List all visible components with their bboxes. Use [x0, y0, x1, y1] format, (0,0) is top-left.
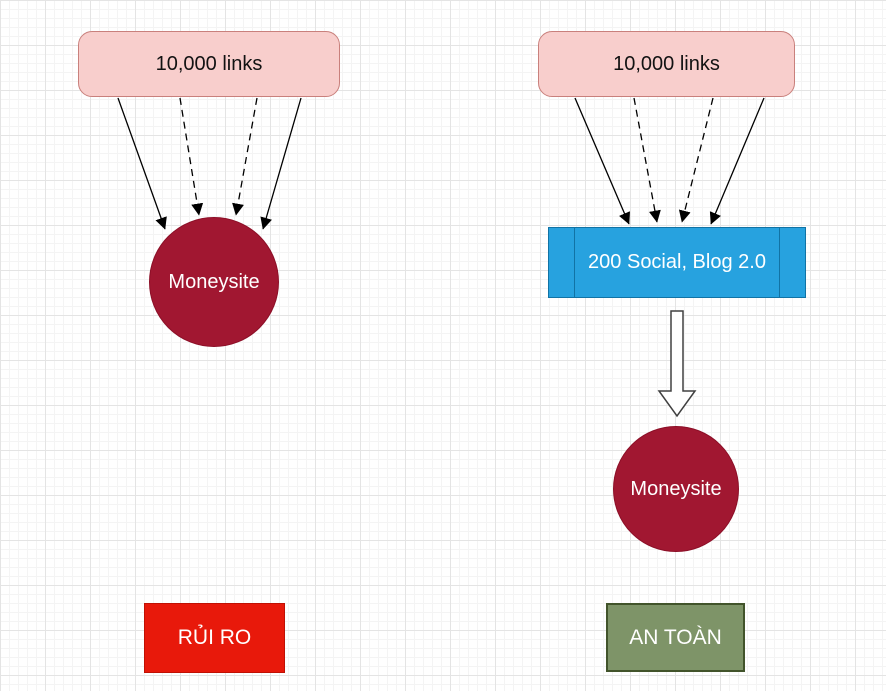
right-arrow-solid-1	[574, 97, 631, 225]
risk-verdict-label: RỦI RO	[177, 626, 252, 649]
buffer-box-label: 200 Social, Blog 2.0	[588, 251, 766, 273]
left-moneysite-circle: Moneysite	[149, 217, 279, 347]
right-arrow-solid-2	[709, 97, 765, 225]
left-moneysite-label: Moneysite	[168, 270, 260, 293]
right-arrow-dashed-1	[633, 97, 661, 223]
left-arrow-solid-1	[117, 97, 167, 230]
right-moneysite-label: Moneysite	[630, 477, 722, 500]
safe-verdict-box: AN TOÀN	[606, 603, 745, 672]
left-arrow-dashed-2	[232, 97, 258, 216]
process-inner-line-left	[574, 228, 575, 297]
left-links-box: 10,000 links	[78, 31, 340, 97]
right-links-box-label: 10,000 links	[613, 52, 720, 75]
big-down-arrow	[657, 310, 697, 418]
left-links-box-label: 10,000 links	[155, 52, 263, 75]
right-arrow-dashed-2	[678, 97, 714, 223]
buffer-process-box: 200 Social, Blog 2.0	[548, 227, 806, 298]
right-links-box: 10,000 links	[538, 31, 795, 97]
safe-verdict-label: AN TOÀN	[629, 625, 722, 649]
process-inner-line-right	[779, 228, 780, 297]
right-moneysite-circle: Moneysite	[613, 426, 739, 552]
left-arrow-solid-2	[260, 97, 302, 230]
left-arrow-dashed-1	[179, 97, 204, 216]
risk-verdict-box: RỦI RO	[144, 603, 285, 673]
